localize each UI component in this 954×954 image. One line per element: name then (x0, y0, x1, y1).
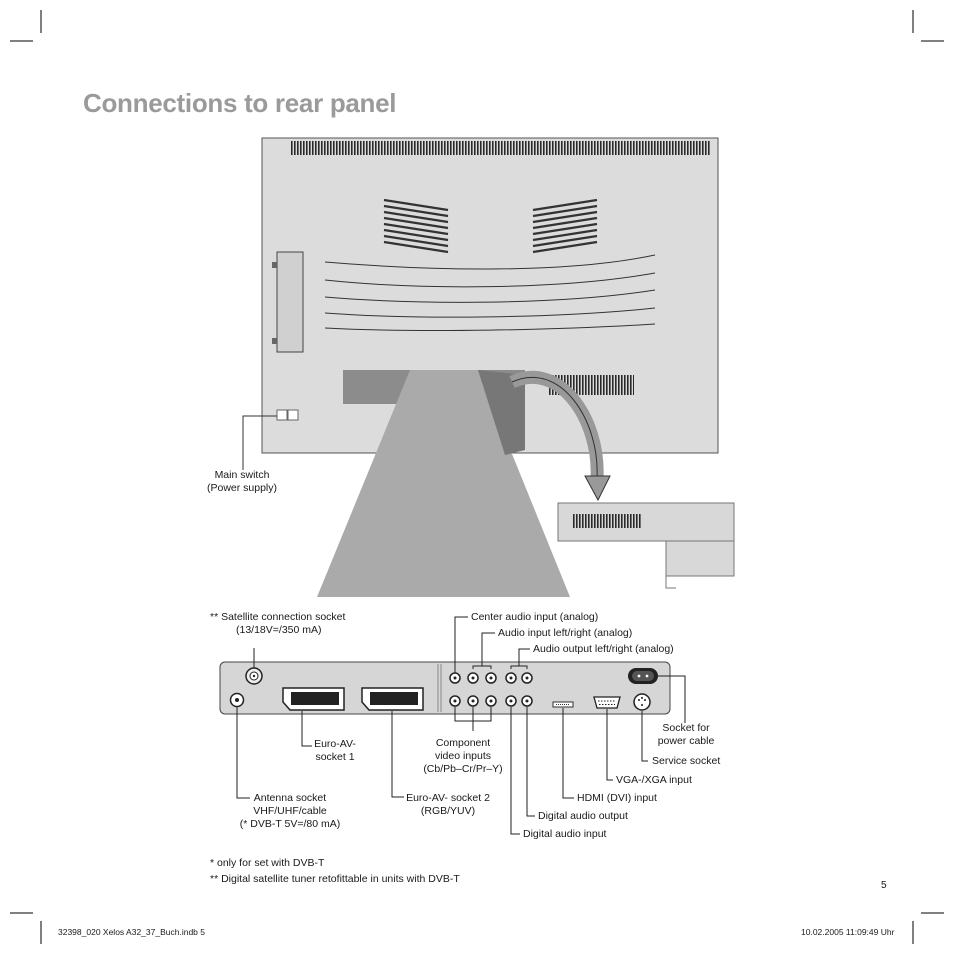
top-vent (290, 141, 710, 155)
rca-row-top (449, 672, 533, 684)
scart-socket-2-icon (361, 687, 424, 711)
vga-label: VGA-/XGA input (616, 774, 692, 786)
footer-left: 32398_020 Xelos A32_37_Buch.indb 5 (58, 927, 205, 937)
audio-input-label: Audio input left/right (analog) (498, 627, 633, 639)
vent-grille-right (532, 198, 598, 254)
vent-grille-left (383, 198, 449, 254)
footer-right: 10.02.2005 11:09:49 Uhr (801, 927, 895, 937)
vga-socket-icon (593, 696, 621, 709)
main-switch-label: Main switch(Power supply) (206, 469, 278, 494)
main-switch-graphic (276, 409, 288, 421)
power-socket-icon (628, 668, 658, 684)
stand (317, 370, 570, 597)
center-audio-label: Center audio input (analog) (471, 611, 599, 623)
hdmi-label: HDMI (DVI) input (577, 792, 657, 804)
service-socket-icon (633, 693, 651, 711)
page-number: 5 (881, 880, 887, 891)
footnote-2: ** Digital satellite tuner retofittable … (210, 873, 460, 885)
rca-row-top-centers (453, 676, 529, 680)
main-switch-leader (242, 415, 277, 470)
satellite-label: ** Satellite connection socket (13/18V=/… (210, 611, 346, 636)
digital-out-label: Digital audio output (538, 810, 628, 822)
wavy-lines (324, 254, 656, 332)
leader-lines (236, 616, 686, 835)
service-socket-label: Service socket (652, 755, 721, 767)
euro-av2-label: Euro-AV- socket 2(RGB/YUV) (406, 792, 490, 817)
antenna-socket-icon (229, 692, 245, 708)
footnote-1: * only for set with DVB-T (210, 857, 325, 869)
satellite-socket-icon (245, 667, 263, 685)
digital-in-label: Digital audio input (523, 828, 607, 840)
euro-av1-label: Euro-AV-socket 1 (314, 738, 356, 763)
side-panel (276, 251, 304, 353)
page-title: Connections to rear panel (83, 88, 397, 118)
audio-output-label: Audio output left/right (analog) (533, 643, 674, 655)
scart-socket-1-icon (282, 687, 345, 711)
stand-side (478, 370, 525, 455)
